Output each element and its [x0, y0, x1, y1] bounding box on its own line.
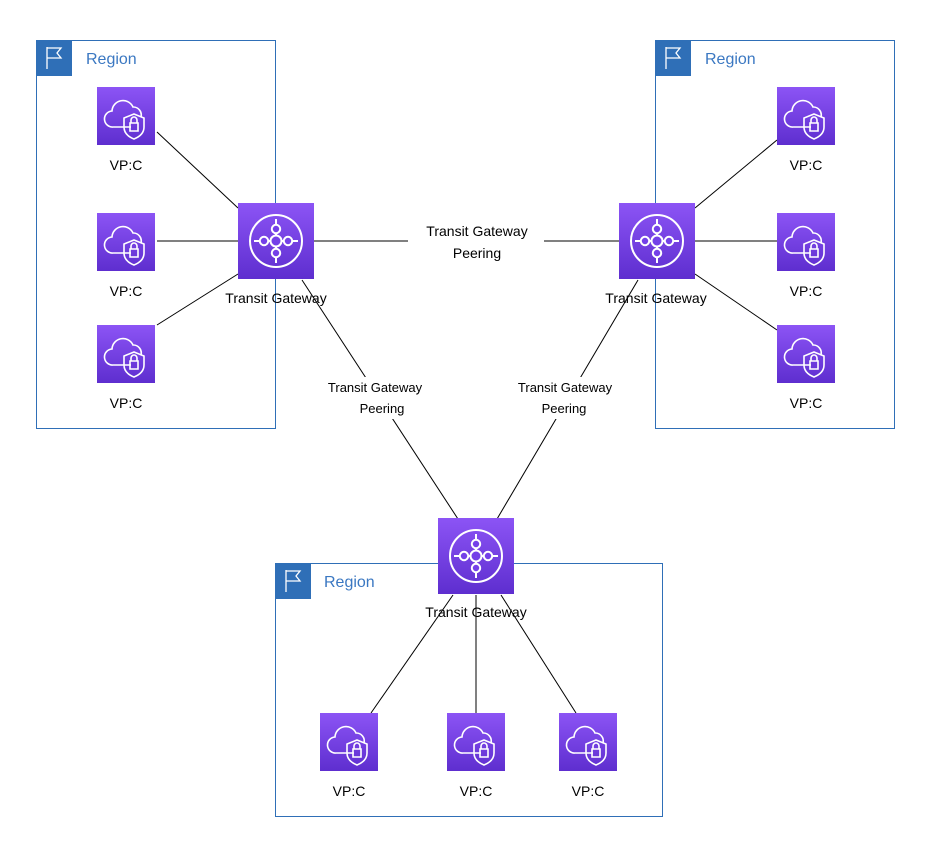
region-label: Region [705, 51, 756, 68]
peering-label-top: Transit Gateway Peering [408, 219, 544, 263]
vpc-label: VP:C [790, 395, 823, 411]
vpc-left-2[interactable]: VP:C [96, 212, 156, 299]
peering-label-left: Transit Gateway Peering [312, 377, 438, 419]
peering-label-line1: Transit Gateway [518, 380, 613, 395]
vpc-label: VP:C [110, 283, 143, 299]
vpc-cloud-shield-icon[interactable] [776, 212, 836, 272]
vpc-cloud-shield-icon[interactable] [96, 324, 156, 384]
transit-gateway-right[interactable]: Transit Gateway [605, 202, 707, 306]
peering-label-line2: Peering [542, 401, 587, 416]
connector-line [500, 594, 577, 714]
vpc-left-3[interactable]: VP:C [96, 324, 156, 411]
vpc-label: VP:C [110, 157, 143, 173]
connector-line [694, 273, 778, 331]
transit-gateway-icon[interactable] [437, 517, 515, 595]
transit-gateway-bottom[interactable]: Transit Gateway [425, 517, 527, 620]
vpc-bottom-1[interactable]: VP:C [319, 712, 379, 799]
vpc-cloud-shield-icon[interactable] [558, 712, 618, 772]
peering-label-line2: Peering [453, 245, 501, 261]
peering-label-line1: Transit Gateway [426, 223, 527, 239]
flag-icon [654, 39, 692, 77]
vpc-right-1[interactable]: VP:C [776, 86, 836, 173]
vpc-cloud-shield-icon[interactable] [96, 86, 156, 146]
region-label: Region [86, 51, 137, 68]
connector-line [694, 139, 778, 209]
peering-label-line1: Transit Gateway [328, 380, 423, 395]
vpc-label: VP:C [460, 783, 493, 799]
connector-line [370, 594, 454, 714]
transit-gateway-icon[interactable] [618, 202, 696, 280]
connector-line [156, 131, 239, 209]
transit-gateway-left[interactable]: Transit Gateway [225, 202, 327, 306]
vpc-label: VP:C [790, 283, 823, 299]
transit-gateway-label: Transit Gateway [225, 290, 326, 306]
vpc-right-2[interactable]: VP:C [776, 212, 836, 299]
transit-gateway-icon[interactable] [237, 202, 315, 280]
transit-gateway-label: Transit Gateway [605, 290, 706, 306]
region-bottom: Region [274, 562, 663, 817]
vpc-cloud-shield-icon[interactable] [446, 712, 506, 772]
vpc-cloud-shield-icon[interactable] [96, 212, 156, 272]
peering-label-right: Transit Gateway Peering [502, 377, 628, 419]
flag-icon [274, 562, 312, 600]
vpc-label: VP:C [333, 783, 366, 799]
transit-gateway-label: Transit Gateway [425, 604, 526, 620]
vpc-label: VP:C [110, 395, 143, 411]
region-label: Region [324, 574, 375, 591]
vpc-label: VP:C [572, 783, 605, 799]
vpc-bottom-2[interactable]: VP:C [446, 712, 506, 799]
vpc-bottom-3[interactable]: VP:C [558, 712, 618, 799]
vpc-left-1[interactable]: VP:C [96, 86, 156, 173]
vpc-right-3[interactable]: VP:C [776, 324, 836, 411]
peering-label-line2: Peering [360, 401, 405, 416]
vpc-cloud-shield-icon[interactable] [776, 324, 836, 384]
vpc-label: VP:C [790, 157, 823, 173]
vpc-cloud-shield-icon[interactable] [776, 86, 836, 146]
flag-icon [35, 39, 73, 77]
connector-line [156, 273, 239, 326]
vpc-cloud-shield-icon[interactable] [319, 712, 379, 772]
